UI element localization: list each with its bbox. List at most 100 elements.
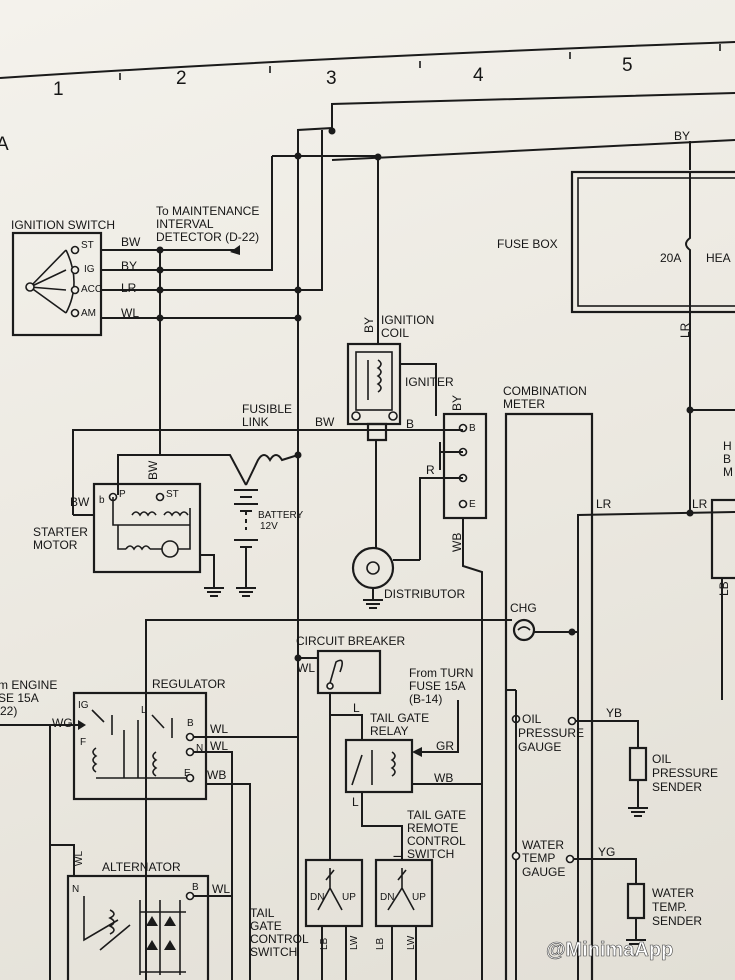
wire-gr-relay	[418, 700, 459, 753]
coil-terminal-block	[366, 422, 388, 442]
remote-switch-label-2: REMOTE	[407, 821, 458, 835]
wire-label-wl-alt: WL	[74, 851, 85, 866]
water-temp-sender-label-2: TEMP.	[652, 900, 687, 914]
wire-label-gr: GR	[436, 739, 454, 753]
wire-label-l-relay-bottom: L	[352, 795, 359, 809]
ignition-coil-inner	[355, 351, 393, 411]
junction-dot	[686, 509, 694, 517]
section-letter: A	[0, 134, 9, 155]
starter-motor-label-2: MOTOR	[33, 538, 78, 552]
fusible-link-label-2: LINK	[242, 415, 269, 429]
wire-label-wb-relay: WB	[434, 771, 453, 785]
wire-bw-starter	[117, 454, 160, 495]
wire-battery-top	[160, 454, 247, 486]
regulator-term-e: E	[184, 768, 191, 779]
tail-gate-control-label-3: CONTROL	[250, 932, 309, 946]
starter-motor-box	[92, 482, 202, 574]
water-temp-sender	[626, 882, 646, 920]
fuse-box-title: FUSE BOX	[497, 237, 558, 251]
wire-label-lb-right: LB	[717, 581, 731, 596]
wire-lb-lw-control	[321, 926, 417, 980]
turn-fuse-label-3: (B-14)	[409, 692, 442, 706]
alternator-term-n: N	[72, 884, 79, 895]
starter-ground	[200, 554, 224, 597]
igniter-label-b: B	[469, 423, 476, 434]
combination-meter-label-2: METER	[503, 397, 545, 411]
wire-label-lr-meter: LR	[596, 497, 612, 511]
starter-motor-label-1: STARTER	[33, 525, 88, 539]
fuse-box-outer	[570, 170, 735, 314]
regulator-box	[72, 691, 208, 801]
oil-pressure-sender-label-3: SENDER	[652, 780, 702, 794]
wire-lr-acc	[101, 130, 323, 291]
battery-label-2: 12V	[260, 521, 278, 532]
breaker-term-1	[326, 682, 334, 690]
wire-label-r: R	[426, 463, 435, 477]
wire-bw-fusible	[72, 429, 463, 515]
ignition-switch-fan	[29, 249, 75, 314]
tail-gate-control-label-1: TAIL	[250, 906, 275, 920]
maintenance-label-1: To MAINTENANCE	[156, 204, 259, 218]
wire-label-b-igniter: B	[406, 417, 414, 431]
remote-switch-lever	[387, 868, 415, 911]
tail-gate-control-label-4: SWITCH	[250, 945, 297, 959]
wire-wb-regulator	[206, 783, 251, 980]
igniter-box	[442, 412, 488, 520]
fuse-box-inner	[577, 177, 735, 307]
battery-label-1: BATTERY	[258, 510, 304, 521]
alternator-box	[66, 874, 210, 980]
oil-pressure-gauge-label-2: PRESSURE	[518, 726, 584, 740]
ignition-switch-title: IGNITION SWITCH	[11, 218, 115, 232]
wire-label-yb: YB	[606, 706, 622, 720]
regulator-term-b: B	[187, 718, 194, 729]
relay-internals	[351, 750, 396, 786]
circuit-breaker-box	[316, 649, 382, 695]
wire-wg-to-regulator	[0, 724, 51, 980]
wire-label-lr-right: LR	[692, 497, 708, 511]
combination-meter-label-1: COMBINATION	[503, 384, 587, 398]
water-temp-gauge-label-1: WATER	[522, 838, 564, 852]
regulator-term-l: L	[141, 705, 147, 716]
wire-igniter-r	[419, 477, 463, 560]
engine-fuse-label-1: m ENGINE	[0, 678, 57, 692]
ignition-term-st: ST	[81, 240, 94, 251]
wire-label-yg: YG	[598, 845, 615, 859]
engine-fuse-label-2: SE 15A	[0, 691, 39, 705]
igniter-term-e	[458, 499, 468, 509]
junction-dot	[294, 286, 302, 294]
remote-control-switch-box	[374, 858, 434, 928]
control-switch-lever	[317, 868, 343, 911]
wire-lr-meter	[577, 511, 735, 980]
ignition-coil-label-2: COIL	[381, 326, 409, 340]
grid-border-line	[0, 41, 735, 79]
ignition-coil-winding	[376, 359, 382, 393]
fuse-20a-wire	[685, 172, 691, 312]
oil-pressure-sender-label-1: OIL	[652, 752, 672, 766]
wire-label-wl-am: WL	[121, 306, 139, 320]
oil-pressure-gauge-label-3: GAUGE	[518, 740, 561, 754]
wire-wl-regulator-n	[194, 751, 233, 980]
wire-by-bus	[331, 139, 735, 161]
alternator-internals	[83, 896, 186, 975]
fusible-link-label-1: FUSIBLE	[242, 402, 292, 416]
tail-gate-control-switch-box	[304, 858, 364, 928]
wire-label-by-top: BY	[674, 129, 690, 143]
wire-label-l-relay: L	[353, 701, 360, 715]
distributor-symbol	[351, 546, 395, 590]
wire-top-bus-outer	[297, 92, 735, 318]
tail-gate-relay-label-2: RELAY	[370, 724, 408, 738]
wire-wb-igniter	[462, 518, 483, 980]
ignition-coil-label-1: IGNITION	[381, 313, 434, 327]
regulator-term-f: F	[80, 737, 86, 748]
ignition-switch-pivot	[25, 282, 35, 292]
grid-number-4: 4	[473, 65, 484, 86]
wire-label-wl-breaker: WL	[297, 661, 315, 675]
water-temp-gauge-label-2: TEMP	[522, 851, 555, 865]
wire-label-lw-remote: LW	[406, 935, 417, 950]
wire-label-bw-left: BW	[70, 495, 90, 509]
right-edge-component	[710, 498, 735, 580]
oil-pressure-sender	[628, 746, 648, 782]
remote-switch-label-4: SWITCH	[407, 847, 454, 861]
arrow-maintenance	[230, 245, 240, 255]
ignition-term-am: AM	[81, 308, 96, 319]
